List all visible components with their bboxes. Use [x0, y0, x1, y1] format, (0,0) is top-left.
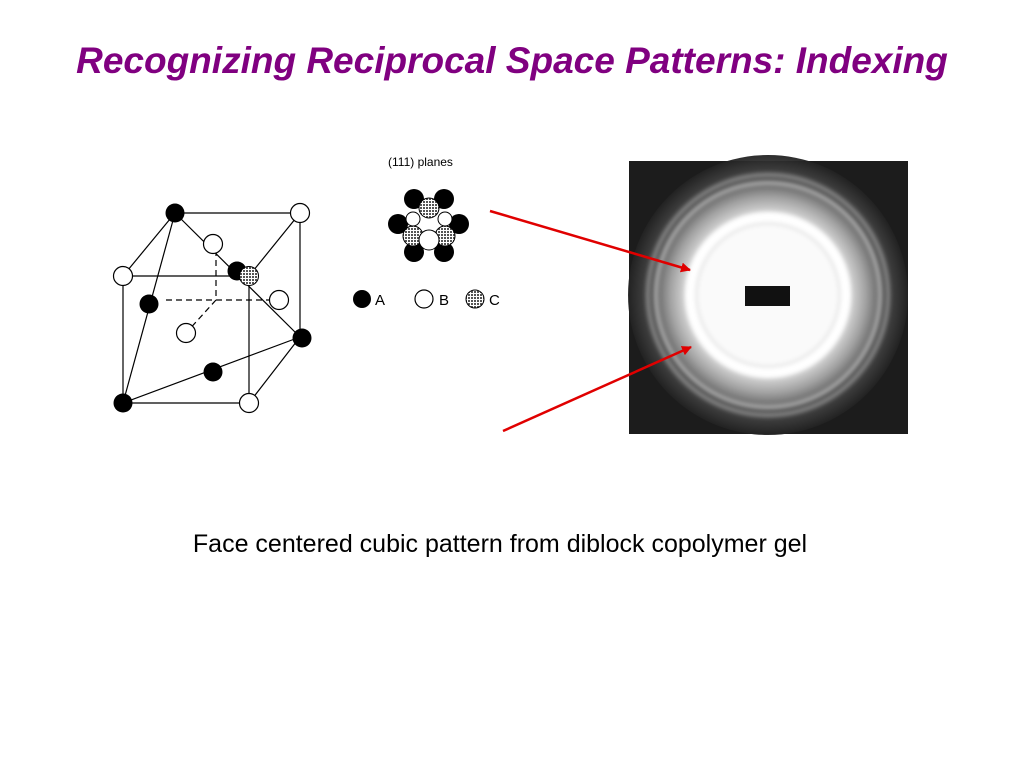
planes-diagram: (111) planes A B C: [353, 155, 500, 309]
slide-title: Recognizing Reciprocal Space Patterns: I…: [76, 40, 948, 81]
legend-marker-a: [353, 290, 371, 308]
fcc-unit-cell: [112, 202, 312, 414]
hex-cluster: [388, 189, 469, 262]
slide-caption: Face centered cubic pattern from diblock…: [192, 530, 808, 558]
legend-marker-c: [465, 289, 485, 309]
planes-label: (111) planes: [388, 155, 453, 169]
diffraction-pattern: [628, 155, 908, 435]
atom-a: [113, 203, 312, 413]
arrow-upper: [489, 209, 691, 273]
legend-label-c: C: [489, 292, 500, 309]
beamstop: [745, 286, 790, 306]
arrow-lower: [502, 345, 692, 433]
legend-marker-b: [414, 289, 434, 309]
arrows: [489, 209, 692, 433]
legend-label-b: B: [439, 292, 449, 309]
legend-label-a: A: [375, 292, 385, 309]
atom-b: [112, 202, 311, 414]
legend: A B C: [353, 289, 500, 309]
atom-c: [239, 266, 259, 286]
